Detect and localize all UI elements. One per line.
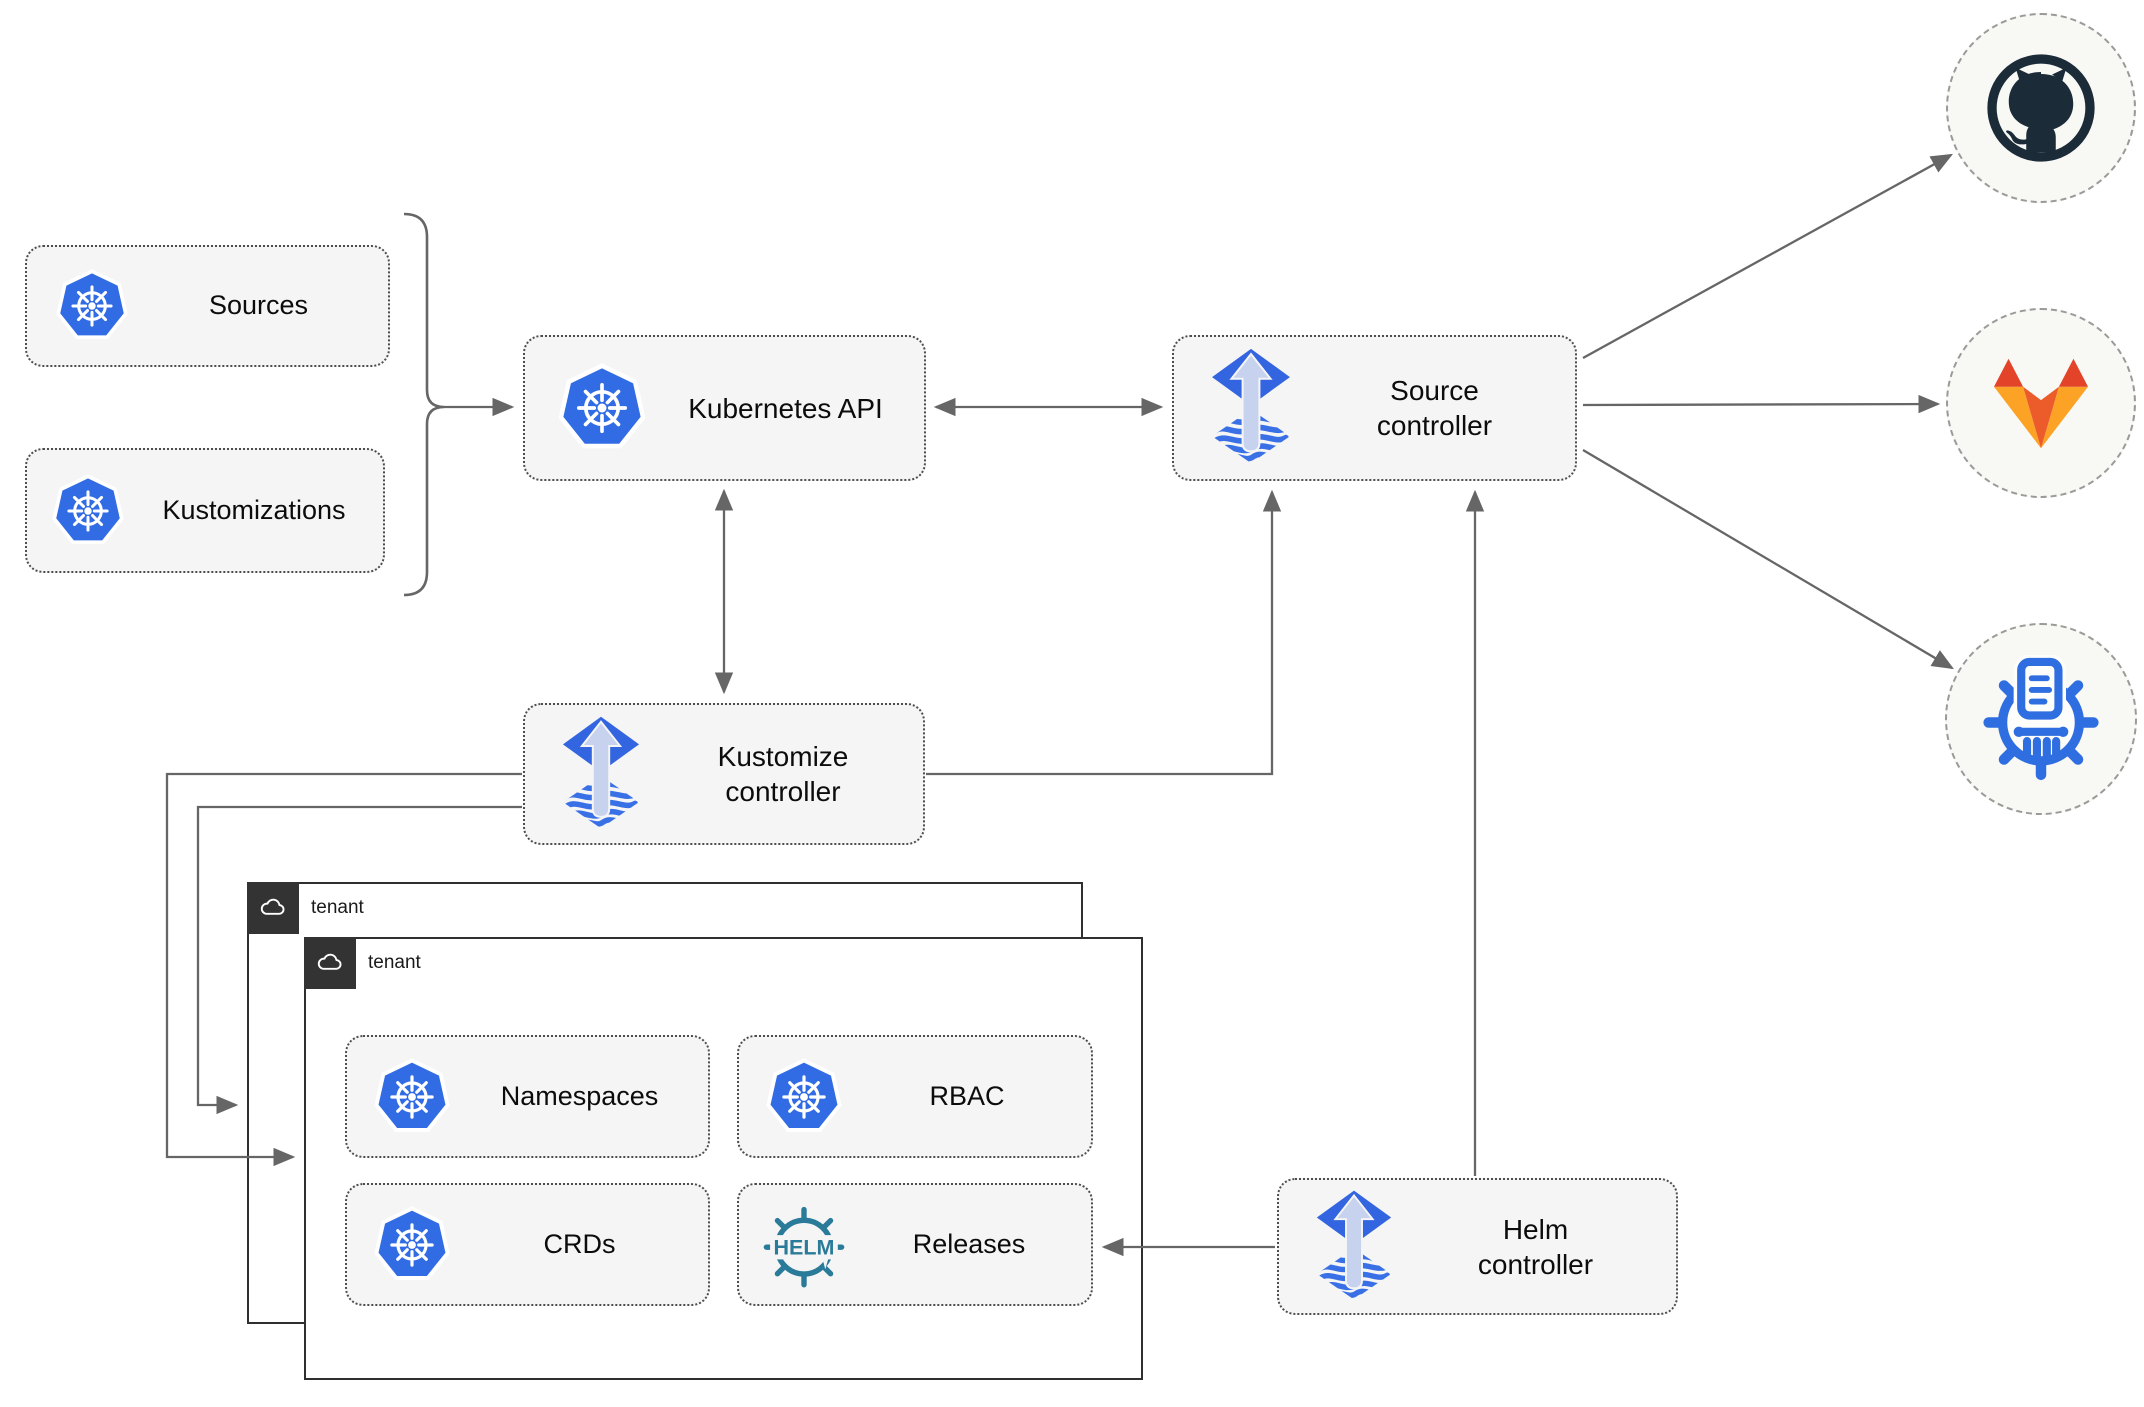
- node-label: CRDs: [543, 1228, 616, 1259]
- tenant-label: tenant: [368, 951, 421, 973]
- endpoint-gitlab: [1946, 308, 2136, 498]
- brace-sources-group: [403, 212, 445, 597]
- node-source-controller: Source controller: [1172, 335, 1577, 481]
- tenant-box-front: tenant: [303, 936, 1143, 1380]
- node-label: RBAC: [929, 1080, 1005, 1111]
- kubernetes-icon: [55, 269, 129, 343]
- flux-icon: [1208, 346, 1294, 470]
- kubernetes-icon: [51, 474, 125, 548]
- kubernetes-icon: [373, 1058, 451, 1136]
- node-kustomize-controller: Kustomize controller: [523, 703, 925, 845]
- node-label: Sources: [208, 290, 309, 321]
- kubernetes-icon: [557, 363, 647, 453]
- tenant-header: [246, 881, 299, 934]
- node-label: Helm controller: [1477, 1213, 1594, 1280]
- cloud-icon: [258, 894, 288, 921]
- node-sources: Sources: [25, 245, 390, 367]
- connector-kustomizectrl-sourcectrl: [926, 489, 1282, 776]
- node-helm-controller: Helm controller: [1277, 1178, 1678, 1315]
- container-registry-icon: [1977, 655, 2105, 783]
- node-label: Releases: [912, 1228, 1026, 1259]
- tenant-label: tenant: [311, 896, 364, 918]
- connector-sourcectrl-registry: [1582, 449, 1954, 670]
- endpoint-github: [1946, 13, 2136, 203]
- flux-icon: [559, 714, 643, 835]
- endpoint-container-registry: [1945, 623, 2137, 815]
- node-label: Source controller: [1376, 375, 1493, 441]
- kubernetes-icon: [765, 1058, 843, 1136]
- node-kustomizations: Kustomizations: [25, 448, 385, 573]
- node-releases: HELM Releases: [737, 1183, 1093, 1306]
- github-octocat-icon: [1979, 46, 2103, 170]
- connector-sourcectrl-github: [1582, 153, 1954, 360]
- kubernetes-icon: [373, 1206, 451, 1284]
- node-label: Kustomizations: [162, 494, 346, 525]
- flux-icon: [1313, 1188, 1395, 1306]
- node-crds: CRDs: [345, 1183, 710, 1306]
- helm-icon: HELM: [761, 1202, 847, 1288]
- cloud-icon: [315, 949, 345, 976]
- node-label: Kustomize controller: [717, 741, 849, 807]
- connector-sourcectrl-gitlab: [1582, 394, 1941, 414]
- helm-wordmark: HELM: [774, 1235, 835, 1259]
- node-kubernetes-api: Kubernetes API: [523, 335, 926, 481]
- gitlab-fox-icon: [1985, 352, 2097, 455]
- node-rbac: RBAC: [737, 1035, 1093, 1158]
- node-label: Kubernetes API: [688, 392, 883, 424]
- tenant-header: [303, 936, 356, 989]
- node-label: Namespaces: [500, 1080, 659, 1111]
- node-namespaces: Namespaces: [345, 1035, 710, 1158]
